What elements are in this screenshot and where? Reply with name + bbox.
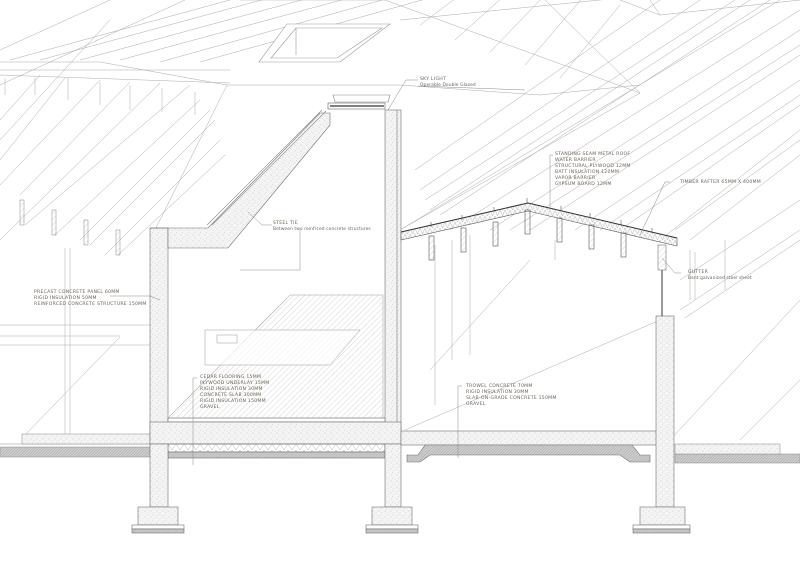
roof-layer-6: GYPSUM BOARD 12MM: [555, 182, 612, 187]
background-roof-left: [0, 0, 424, 440]
steel-tie-title: STEEL TIE: [273, 221, 298, 226]
skylight-annotation: SKY LIGHT Operable Double Glazed: [420, 77, 476, 89]
ground-floor-layer-3: SLAB-ON-GRADE CONCRETE 150MM: [466, 396, 557, 401]
ground-floor-annotation: TROWEL CONCRETE 70MM RIGID INSULATION 30…: [466, 384, 557, 408]
ground-floor-layer-4: GRAVEL: [466, 402, 486, 407]
roof-layer-5: VAPOR BARRIER: [555, 176, 596, 181]
raised-floor-layer-2: PLYWOOD UNDERLAY 15MM: [200, 381, 270, 386]
steel-tie-subtitle: Between two reinfrced concrete structure…: [273, 227, 371, 232]
roof-layer-4: BATT INSULATION 120MM: [555, 170, 620, 175]
wall-layer-2: RIGID INSULATION 50MM: [34, 296, 97, 301]
leader-lines: [110, 79, 681, 465]
right-structure: [400, 244, 691, 534]
pitched-roof: [400, 198, 678, 261]
interior-hatched-volume: [167, 294, 384, 419]
raised-floor-annotation: CEDAR FLOORING 15MM PLYWOOD UNDERLAY 15M…: [200, 375, 269, 411]
left-concrete-structure: [131, 94, 419, 534]
raised-floor-layer-3: RIGID INSULATION 30MM: [200, 387, 263, 392]
roof-layers-annotation: STANDING SEAM METAL ROOF WATER BARRIER S…: [555, 152, 631, 188]
steel-tie-annotation: STEEL TIE Between two reinfrced concrete…: [273, 221, 371, 233]
wall-layers-annotation: PRECAST CONCRETE PANEL 60MM RIGID INSULA…: [34, 290, 147, 308]
skylight-subtitle: Operable Double Glazed: [420, 83, 476, 88]
raised-floor-layer-4: CONCRETE SLAB 300MM: [200, 393, 262, 398]
rafter-title: TIMBER RAFTER 65MM X 400MM: [680, 180, 761, 185]
raised-floor-layer-5: RIGID INSULATION 150MM: [200, 399, 266, 404]
gutter-subtitle: Bent galvanized steel sheet: [688, 276, 752, 281]
rafter-annotation: TIMBER RAFTER 65MM X 400MM: [680, 180, 761, 186]
roof-layer-2: WATER BARRIER: [555, 158, 596, 163]
wall-layer-3: REINFORCED CONCRETE STRUCTURE 150MM: [34, 302, 147, 307]
skylight-title: SKY LIGHT: [420, 77, 447, 82]
background-roof-right: [240, 0, 800, 441]
roof-layer-3: STRUCTURAL PLYWOOD 12MM: [555, 164, 631, 169]
ground-floor-layer-1: TROWEL CONCRETE 70MM: [466, 384, 533, 389]
ground-floor-layer-2: RIGID INSULATION 30MM: [466, 390, 529, 395]
raised-floor-layer-1: CEDAR FLOORING 15MM: [200, 375, 262, 380]
raised-floor-layer-6: GRAVEL: [200, 405, 220, 410]
wall-layer-1: PRECAST CONCRETE PANEL 60MM: [34, 290, 120, 295]
background-skylight: [258, 23, 391, 63]
gutter-title: GUTTER: [688, 270, 709, 275]
left-rafter-ends: [19, 199, 121, 256]
roof-layer-1: STANDING SEAM METAL ROOF: [555, 152, 631, 157]
gutter-annotation: GUTTER Bent galvanized steel sheet: [688, 270, 752, 282]
